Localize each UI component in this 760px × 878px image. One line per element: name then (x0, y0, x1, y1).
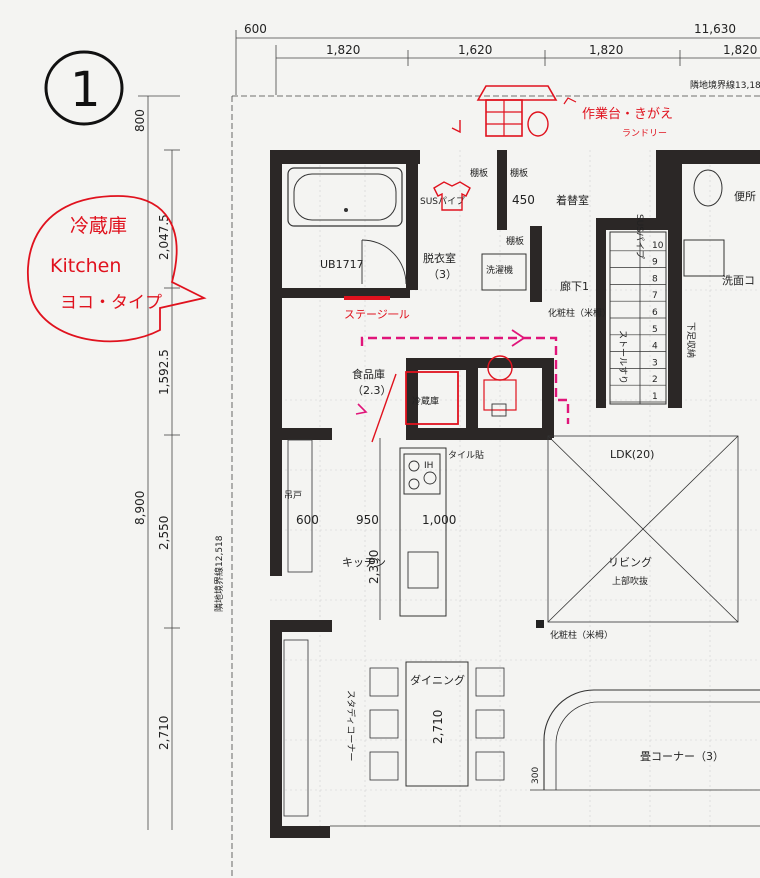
stair-steps: 10 9 8 7 6 5 4 3 2 1 (610, 241, 666, 403)
boundary-left-label: 隣地境界線12,518 (213, 535, 225, 612)
dining-depth: 2,710 (431, 710, 445, 744)
room-dressing: 脱衣室 (423, 251, 456, 265)
bubble-line-3: ヨコ・タイプ (60, 293, 162, 313)
room-toilet: 便所 (734, 190, 756, 203)
makeup-column-1: 化粧柱（米栂） (548, 307, 611, 319)
boundary-top-label: 隣地境界線13,18 (690, 79, 760, 91)
room-living-sub: 上部吹抜 (612, 575, 648, 587)
makeup-column-2: 化粧柱（米栂） (550, 629, 613, 641)
tatami-area: 畳コーナー（3） 300 (330, 689, 760, 827)
shelf-label-3: 棚板 (506, 235, 524, 247)
dim-left-seg-2: 2,047.5 (157, 214, 171, 260)
stair-step-number: 1 (652, 392, 658, 402)
walls (270, 150, 760, 838)
dim-top-seg-1: 1,820 (326, 43, 360, 57)
left-dimensions: 800 2,047.5 1,592.5 8,900 2,550 2,710 隣地… (133, 95, 233, 878)
dim-left-seg-1: 800 (133, 109, 147, 132)
kitchen-width-2: 950 (356, 513, 379, 527)
toilet-area: 便所 洗面コ SUSパイプ 下足収納 (634, 169, 756, 358)
dim-top-seg-2: 1,620 (458, 43, 492, 57)
stairs: 10 9 8 7 6 5 4 3 2 1 ストールすり (609, 231, 667, 405)
room-dressing-size: （3） (428, 268, 457, 281)
workbench-sketch: 作業台・きがえ ランドリー (451, 85, 673, 139)
pantry-area: 食品庫 （2.3） 冷蔵庫 (352, 329, 570, 443)
room-pantry: 食品庫 (352, 367, 385, 381)
room-changing: 着替室 (556, 193, 589, 207)
washer-label: 洗濯機 (486, 264, 513, 276)
dim-left-seg-3: 1,592.5 (157, 349, 171, 395)
sheet-number-text: 1 (70, 62, 101, 118)
dim-top-total: 11,630 (694, 22, 736, 36)
bathroom: UB1717 (287, 167, 407, 285)
tile-label: タイル貼 (448, 449, 484, 461)
ih-label: IH (424, 461, 433, 471)
dim-left-total: 8,900 (133, 491, 147, 525)
dim-top-seg-4: 1,820 (723, 43, 757, 57)
stair-offset: 300 (531, 767, 541, 784)
kitchen-depth: 2,390 (367, 550, 381, 584)
stair-step-number: 7 (652, 291, 658, 301)
room-study: スタディコーナー (345, 690, 357, 761)
shelf-label-2: 棚板 (510, 167, 528, 179)
kitchen-width-1: 600 (296, 513, 319, 527)
laundry-label: ランドリー (622, 128, 667, 139)
stair-step-number: 4 (652, 342, 658, 352)
stair-step-number: 6 (652, 308, 658, 318)
dim-top-seg-3: 1,820 (589, 43, 623, 57)
dining-area: ダイニング 2,710 スタディコーナー (283, 639, 505, 817)
stage-label: ステージ一ル (344, 308, 410, 321)
room-pantry-size: （2.3） (352, 384, 392, 397)
dim-top-offset: 600 (244, 22, 267, 36)
dim-left-seg-5: 2,710 (157, 716, 171, 750)
bubble-line-2: Kitchen (50, 255, 121, 277)
room-kitchen: キッチン (342, 556, 386, 569)
workbench-label: 作業台・きがえ (582, 106, 673, 122)
kitchen-width-3: 1,000 (422, 513, 456, 527)
top-dimensions: 600 11,630 1,820 1,620 1,820 1,820 隣地境界線… (232, 22, 760, 97)
sheet-number: 1 (44, 50, 124, 126)
room-washroom: 洗面コ (722, 274, 755, 287)
stair-step-number: 9 (652, 258, 658, 268)
stair-step-number: 2 (652, 375, 658, 385)
stair-grip-label: ストールすり (617, 330, 628, 384)
ldk-area: LDK(20) リビング 上部吹抜 化粧柱（米栂） (536, 435, 739, 641)
hanging-cabinet-label: 吊戸 (284, 490, 302, 501)
room-fridge: 冷蔵庫 (412, 395, 439, 407)
bubble-line-1: 冷蔵庫 (70, 215, 127, 237)
room-dining: ダイニング (410, 673, 465, 687)
room-bath: UB1717 (320, 258, 364, 271)
closet-depth: 450 (512, 193, 535, 207)
room-living: リビング (608, 555, 652, 569)
sus-pipe-label-2: SUSパイプ (634, 214, 645, 259)
room-hall: 廊下1 (560, 279, 589, 293)
grid-lines (270, 150, 760, 830)
dressing-area: 脱衣室 （3） 洗濯機 棚板 棚板 棚板 450 SUSパイプ 着替室 廊下1 … (344, 167, 611, 321)
stair-step-number: 3 (652, 358, 658, 368)
annotation-bubble: 冷蔵庫 Kitchen ヨコ・タイプ (26, 195, 207, 343)
room-tatami: 畳コーナー（3） (640, 750, 724, 763)
stair-step-number: 5 (652, 325, 658, 335)
stair-step-number: 8 (652, 274, 658, 284)
stair-step-number: 10 (652, 241, 664, 251)
kitchen-area: IH タイル貼 600 950 1,000 キッチン 2,390 吊戸 (284, 438, 484, 620)
under-storage-label: 下足収納 (685, 322, 697, 358)
dim-left-seg-4: 2,550 (157, 516, 171, 550)
shelf-label-1: 棚板 (470, 167, 488, 179)
room-ldk: LDK(20) (610, 448, 654, 461)
